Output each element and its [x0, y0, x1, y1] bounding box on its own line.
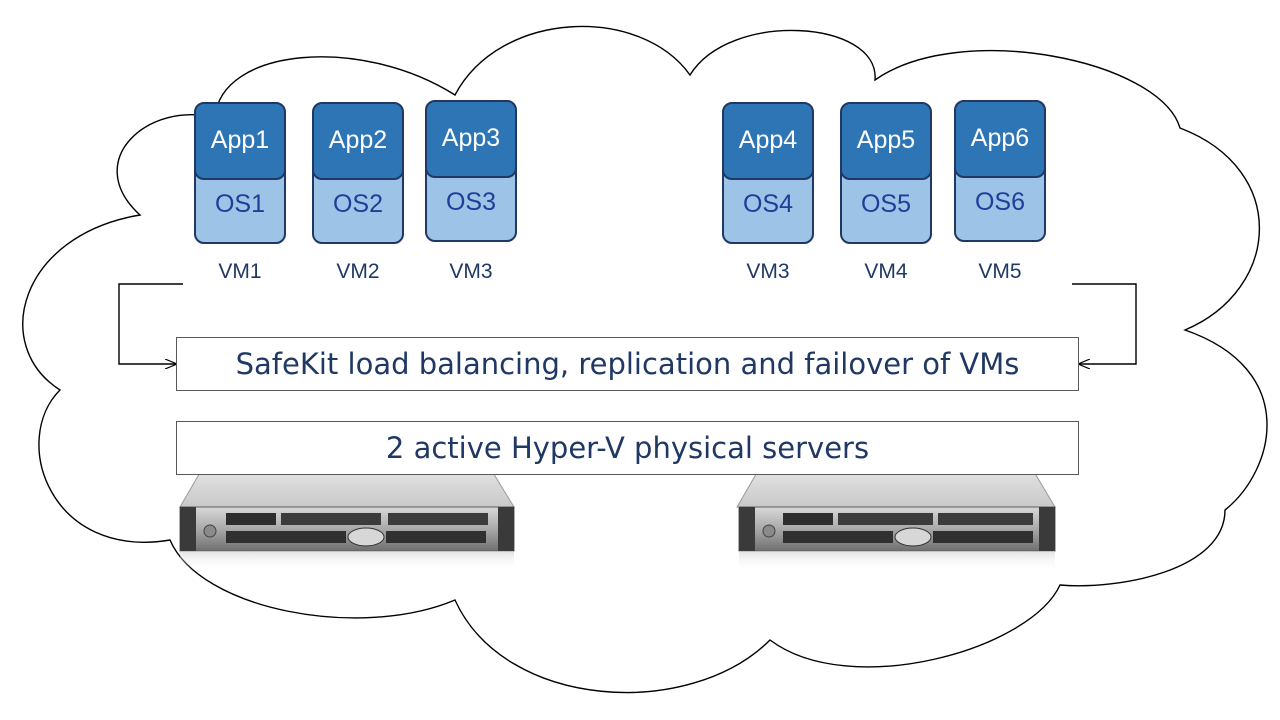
app-tile: App6 [954, 100, 1046, 178]
vm-label: VM5 [978, 260, 1022, 283]
safekit-label-box: SafeKit load balancing, replication and … [176, 337, 1079, 391]
servers-label-box: 2 active Hyper-V physical servers [176, 421, 1079, 475]
left-connector-arrow [118, 283, 183, 364]
app-tile: App1 [194, 102, 286, 180]
right-connector-arrow [1072, 283, 1137, 364]
app-tile: App3 [425, 100, 517, 178]
vm-label: VM2 [336, 260, 380, 283]
vm-label: VM1 [218, 260, 262, 283]
physical-server-2-icon [736, 445, 1056, 571]
app-tile: App5 [840, 102, 932, 180]
vm-label: VM3 [746, 260, 790, 283]
app-tile: App4 [722, 102, 814, 180]
app-tile: App2 [312, 102, 404, 180]
vm-label: VM3 [449, 260, 493, 283]
vm-label: VM4 [864, 260, 908, 283]
